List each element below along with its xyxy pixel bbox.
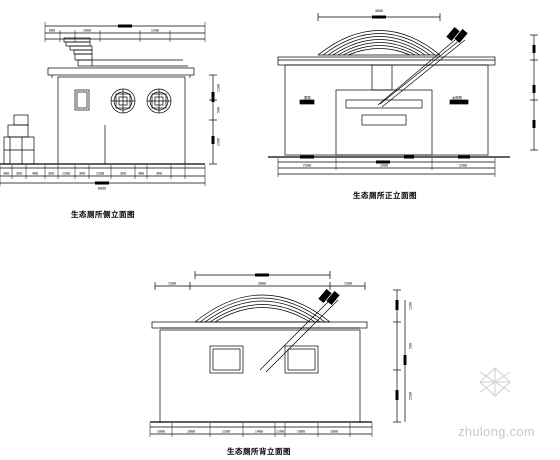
dim-left-bottom-1: 360 <box>16 172 22 176</box>
dim-left-total: 8000 <box>98 187 106 191</box>
dim-left-top-1: 2000 <box>83 29 91 33</box>
dim-left-right-0: 1200 <box>217 84 221 92</box>
dim-back-bottom-6: 1000 <box>330 430 338 434</box>
dim-left-top-0: 800 <box>49 29 55 33</box>
dimension-labels: 300 360 400 360 1200 360 1200 360 400 360 8000 800 2… <box>3 9 467 434</box>
dim-back-bottom-5: 1800 <box>297 430 305 434</box>
dim-back-bottom-1: 1800 <box>187 430 195 434</box>
dim-front-bottom-2: 2500 <box>459 164 467 168</box>
dim-front-bottom-0: 2500 <box>303 164 311 168</box>
dim-left-bottom-9: 360 <box>156 172 162 176</box>
dim-left-bottom-2: 400 <box>32 172 38 176</box>
dim-back-bottom-0: 1000 <box>157 430 165 434</box>
side-elevation <box>0 22 217 186</box>
dim-back-top-1: 3000 <box>258 282 266 286</box>
front-left-sign-label: 男厕 <box>304 95 311 100</box>
dim-back-right-1: 500 <box>409 343 413 349</box>
dim-left-right-1: 500 <box>217 107 221 113</box>
caption-front-elevation: 生态厕所正立面图 <box>353 191 417 200</box>
dim-left-bottom-3: 360 <box>48 172 54 176</box>
watermark-logo <box>479 367 511 397</box>
dim-back-bottom-2: 1200 <box>222 430 230 434</box>
dim-back-top-0: 1500 <box>168 282 176 286</box>
dim-back-top-2: 1500 <box>344 282 352 286</box>
front-elevation <box>268 13 538 177</box>
dim-back-bottom-3: 1400 <box>255 430 263 434</box>
caption-side-elevation: 生态厕所侧立面图 <box>71 210 135 219</box>
dim-left-bottom-4: 1200 <box>62 172 70 176</box>
back-elevation <box>149 271 407 437</box>
dim-left-bottom-5: 360 <box>79 172 85 176</box>
dim-front-bottom-1: 1600 <box>380 164 388 168</box>
dim-back-right-2: 2500 <box>409 392 413 400</box>
dim-back-right-0: 1200 <box>409 302 413 310</box>
dim-left-bottom-8: 400 <box>138 172 144 176</box>
caption-back-elevation: 生态厕所背立面图 <box>227 447 291 456</box>
dim-left-top-2: 1200 <box>151 29 159 33</box>
dim-back-bottom-4: 1200 <box>276 430 284 434</box>
dim-left-bottom-6: 1200 <box>96 172 104 176</box>
dim-front-top: 4800 <box>375 9 383 13</box>
dim-left-right-2: 2500 <box>217 138 221 146</box>
dim-left-bottom-0: 300 <box>3 172 9 176</box>
dim-left-bottom-7: 360 <box>120 172 126 176</box>
watermark-text: zhulong.com <box>458 424 536 439</box>
front-right-sign-label: 女厕所 <box>452 95 463 100</box>
